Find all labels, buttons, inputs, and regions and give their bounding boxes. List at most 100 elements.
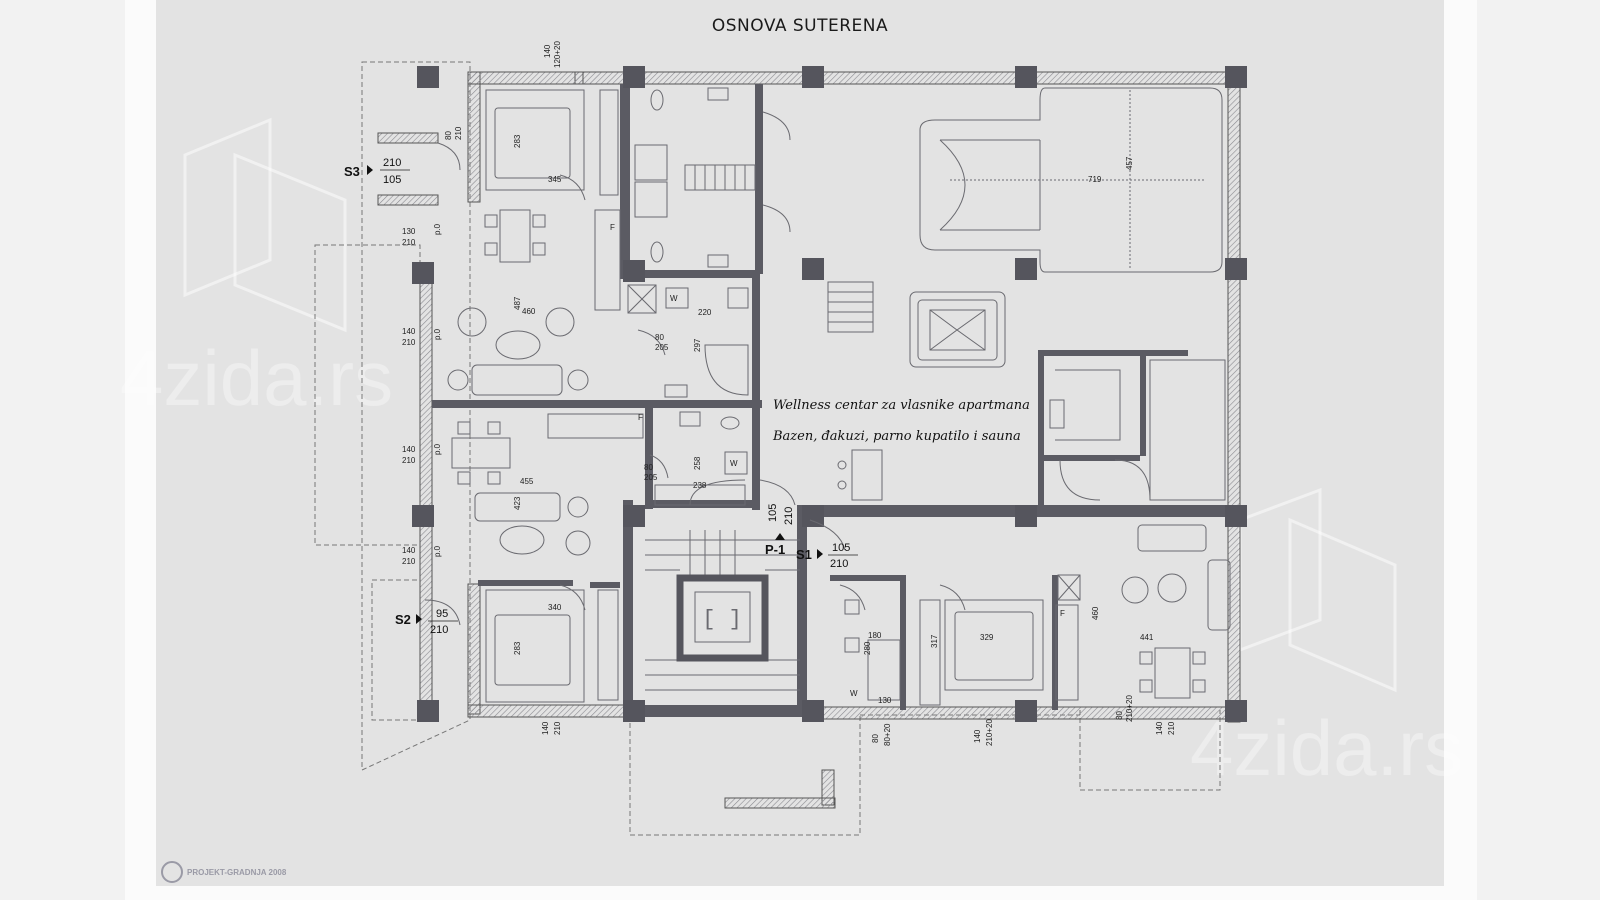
window-label: 80	[444, 131, 453, 140]
window-label: 140	[402, 445, 416, 454]
pool	[919, 87, 1223, 273]
room-dimensions: 345 283 460 487 340 283 329 317 441 460 …	[513, 134, 1154, 655]
entrance-s2-width: 95	[436, 608, 448, 620]
window-label: 210	[1167, 721, 1176, 735]
window-dimensions: 130 210 140 210 140 210 140 210 p.0 p.0 …	[402, 41, 1176, 746]
company-logo-icon	[161, 861, 183, 883]
bath-top-height: 297	[693, 338, 702, 352]
columns	[412, 66, 1247, 722]
entrance-p1-height: 210	[783, 507, 795, 525]
window-label: 210	[402, 557, 416, 566]
arrow-right-icon	[367, 165, 373, 175]
living-mid-height: 423	[513, 496, 522, 510]
pool-height: 457	[1125, 156, 1134, 170]
washer-marker-mid: W	[730, 459, 738, 468]
company-stamp-text: PROJEKT-GRADNJA 2008	[187, 868, 287, 877]
bedroom-right-width: 329	[980, 633, 994, 642]
fridge-marker-top: F	[610, 223, 615, 232]
service-stairs	[827, 281, 874, 333]
window-label: 210+20	[1125, 695, 1134, 722]
window-label: 210+20	[985, 719, 994, 746]
entrance-p1-label: P-1	[765, 542, 785, 557]
floor-level-marker: p.0	[433, 545, 442, 557]
elevator-shaft	[676, 574, 769, 662]
bedroom-top-height: 283	[513, 134, 522, 148]
arrow-right-icon	[817, 549, 823, 559]
bench	[837, 449, 883, 501]
bath-right-width: 180	[868, 631, 882, 640]
bath-right-height: 280	[863, 641, 872, 655]
entrance-s1-width: 105	[832, 542, 850, 554]
window-label: 140	[1155, 721, 1164, 735]
entrance-s2-label: S2	[395, 612, 411, 627]
entrance-s2: S2 95 210	[395, 608, 458, 636]
bedroom-top-width: 345	[548, 175, 562, 184]
entrance-s2-height: 210	[430, 624, 448, 636]
washer-marker-right: W	[850, 689, 858, 698]
stairwell: [ ]	[645, 530, 800, 691]
door-swings	[424, 111, 966, 626]
window-label: 210	[454, 126, 463, 140]
window-label: 130	[878, 696, 892, 705]
window-label: 130	[402, 227, 416, 236]
entrance-s1: S1 105 210	[796, 542, 858, 570]
fridge-marker-mid: F	[638, 413, 643, 422]
door-label: 80	[644, 463, 653, 472]
inner-walls	[432, 84, 1240, 717]
arrow-right-icon	[416, 614, 422, 624]
entrance-s1-height: 210	[830, 558, 848, 570]
fridge-marker-right: F	[1060, 609, 1065, 618]
bath-mid-height: 258	[693, 456, 702, 470]
window-label: 140	[541, 721, 550, 735]
pool-width: 719	[1088, 175, 1102, 184]
living-right-width: 441	[1140, 633, 1154, 642]
apartment-s1-furniture	[844, 524, 1231, 706]
window-label: 80	[871, 734, 880, 743]
entrance-p1: P-1 105 210	[765, 504, 795, 557]
window-label: 210	[402, 338, 416, 347]
entrance-s3-width: 210	[383, 157, 401, 169]
arrow-up-icon	[775, 533, 785, 540]
window-label: 120+20	[553, 41, 562, 68]
floor-level-marker: p.0	[433, 223, 442, 235]
sauna	[1049, 359, 1226, 501]
bedroom-right-height: 317	[930, 634, 939, 648]
outer-walls	[377, 71, 1241, 809]
jacuzzi	[909, 291, 1006, 368]
bath-mid-width: 238	[693, 481, 707, 490]
entrance-s3-height: 105	[383, 174, 401, 186]
bedroom-bottom-height: 283	[513, 641, 522, 655]
bedroom-bottom-width: 340	[548, 603, 562, 612]
company-stamp: PROJEKT-GRADNJA 2008	[161, 861, 287, 883]
window-label: 210	[402, 238, 416, 247]
floor-level-marker: p.0	[433, 328, 442, 340]
apartment-s2-bedroom	[485, 589, 619, 703]
living-right-height: 460	[1091, 606, 1100, 620]
window-label: 80	[1115, 711, 1124, 720]
wellness-subtitle: Bazen, đakuzi, parno kupatilo i sauna	[772, 429, 1021, 444]
plan-title: OSNOVA SUTERENA	[712, 16, 888, 36]
entrance-s3: S3 210 105	[344, 157, 410, 186]
entrance-p1-width: 105	[767, 504, 779, 522]
living-top-width: 460	[522, 307, 536, 316]
window-label: 210	[553, 721, 562, 735]
living-top-height: 487	[513, 296, 522, 310]
apartment-s3-furniture	[447, 89, 621, 396]
washer-marker-top: W	[670, 294, 678, 303]
window-label: 140	[402, 546, 416, 555]
bathroom-top	[627, 87, 756, 398]
door-label: 205	[655, 343, 669, 352]
window-label: 140	[543, 44, 552, 58]
entrance-s3-label: S3	[344, 164, 360, 179]
door-label: 80	[655, 333, 664, 342]
living-mid-width: 455	[520, 477, 534, 486]
door-label: 205	[644, 473, 658, 482]
floor-level-marker: p.0	[433, 443, 442, 455]
elevator-icon: [ ]	[702, 607, 742, 632]
watermark: 4zida.rs 4zida.rs	[120, 117, 1463, 792]
window-label: 140	[402, 327, 416, 336]
wellness-title: Wellness centar za vlasnike apartmana	[773, 398, 1030, 413]
window-label: 80+20	[883, 723, 892, 746]
bath-top-width: 220	[698, 308, 712, 317]
